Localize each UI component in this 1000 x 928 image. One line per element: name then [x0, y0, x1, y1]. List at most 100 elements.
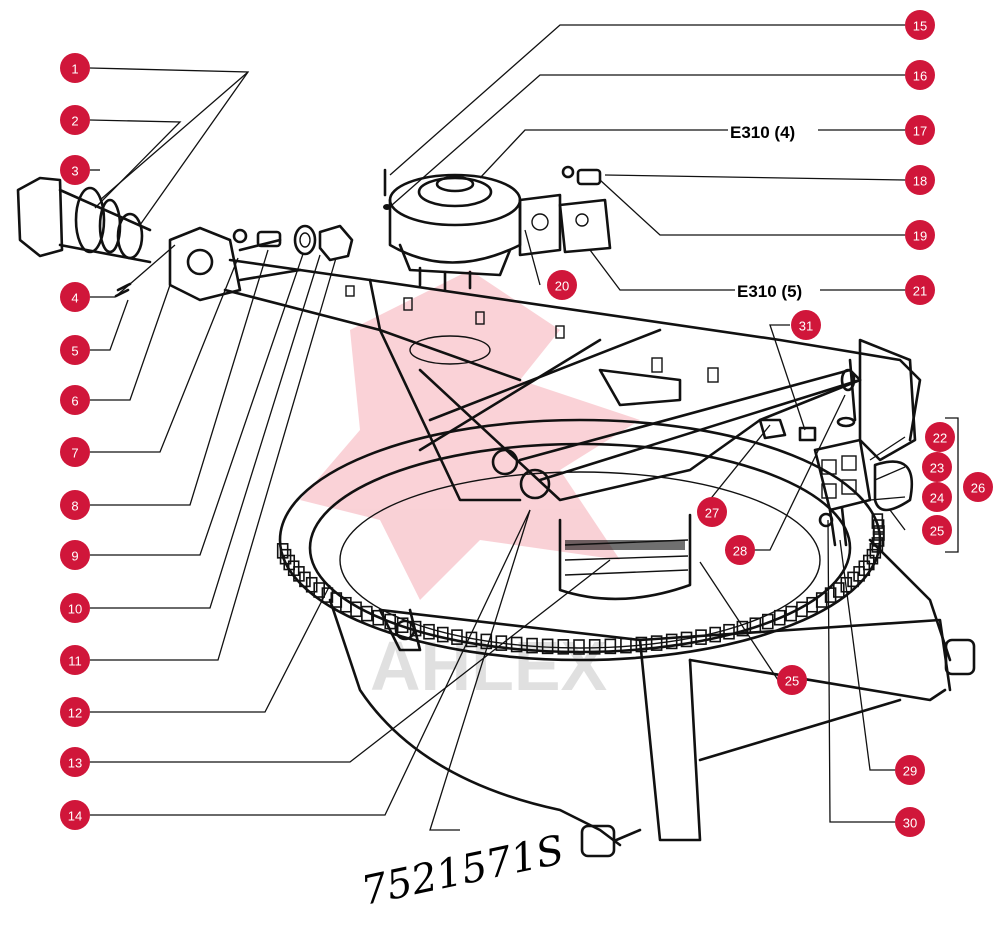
callout-circle: [60, 155, 90, 185]
callout-label: 26: [971, 481, 985, 496]
callout-label: 1: [71, 62, 78, 77]
callout-label: 25: [930, 524, 944, 539]
machine-drawing: [16, 165, 976, 858]
gear-tooth: [321, 587, 334, 603]
callout-25: 25: [922, 515, 952, 545]
callout-10: 10: [60, 593, 90, 623]
callout-1: 1: [60, 53, 90, 83]
callout-4: 4: [60, 282, 90, 312]
reference-e310-5: E310 (5): [737, 282, 802, 301]
callout-label: 30: [903, 816, 917, 831]
callout-circle: [725, 535, 755, 565]
callout-label: 20: [555, 279, 569, 294]
callout-circle: [60, 645, 90, 675]
gear-tooth: [604, 638, 617, 655]
gear-tooth: [437, 626, 449, 643]
left-shaft-assembly: [16, 176, 354, 302]
callout-16: 16: [905, 60, 935, 90]
callout-30: 30: [895, 807, 925, 837]
gear-tooth: [665, 633, 678, 650]
callout-circle: [905, 115, 935, 145]
callout-label: 18: [913, 174, 927, 189]
callout-circle: [60, 335, 90, 365]
callout-17: 17: [905, 115, 935, 145]
base-bolt-left: [580, 824, 642, 858]
callout-label: 14: [68, 809, 82, 824]
callout-circle: [60, 53, 90, 83]
callout-label: 19: [913, 229, 927, 244]
callout-label: 29: [903, 764, 917, 779]
gear-tooth: [279, 548, 292, 565]
callout-28: 28: [725, 535, 755, 565]
gear-tooth: [276, 543, 289, 559]
callout-label: 16: [913, 69, 927, 84]
callout-18: 18: [905, 165, 935, 195]
callout-label: 2: [71, 114, 78, 129]
callout-circle: [60, 490, 90, 520]
reference-e310-4: E310 (4): [730, 123, 795, 142]
callout-label: 21: [913, 284, 927, 299]
gear-tooth: [815, 592, 828, 608]
callout-3: 3: [60, 155, 90, 185]
callout-label: 3: [71, 164, 78, 179]
callout-12: 12: [60, 697, 90, 727]
callout-2: 2: [60, 105, 90, 135]
callout-circle: [895, 807, 925, 837]
callout-label: 6: [71, 394, 78, 409]
callout-circle: [791, 310, 821, 340]
gear-tooth: [313, 582, 325, 598]
callout-circle: [895, 755, 925, 785]
callout-26: 26: [963, 472, 993, 502]
callout-circle: [905, 220, 935, 250]
callout-19: 19: [905, 220, 935, 250]
gear-tooth: [350, 601, 362, 618]
callout-6: 6: [60, 385, 90, 415]
callout-circle: [60, 282, 90, 312]
callout-27: 27: [697, 497, 727, 527]
callout-circle: [697, 497, 727, 527]
right-bracket-assembly: [758, 338, 959, 553]
callout-13: 13: [60, 747, 90, 777]
callout-14: 14: [60, 800, 90, 830]
gear-tooth: [785, 605, 797, 622]
gear-tooth: [761, 613, 774, 630]
callout-circle: [963, 472, 993, 502]
callout-label: 7: [71, 446, 78, 461]
callout-circle: [922, 515, 952, 545]
gear-tooth: [871, 513, 884, 529]
callout-24: 24: [922, 482, 952, 512]
callout-label: 8: [71, 499, 78, 514]
handwritten-part-number: 7521571S: [358, 827, 569, 915]
callout-circle: [60, 437, 90, 467]
callout-circle: [60, 385, 90, 415]
callout-label: 28: [733, 544, 747, 559]
callout-label: 15: [913, 19, 927, 34]
base-bolt-right: [944, 638, 976, 676]
callout-circle: [922, 482, 952, 512]
callout-15: 15: [905, 10, 935, 40]
callout-22: 22: [925, 422, 955, 452]
callout-label: 25: [785, 674, 799, 689]
callout-circle: [60, 800, 90, 830]
drive-motor-assembly: [383, 165, 612, 292]
gear-tooth: [862, 554, 875, 571]
gear-tooth: [541, 638, 554, 655]
callout-31: 31: [791, 310, 821, 340]
gear-tooth: [824, 587, 837, 603]
callout-label: 23: [930, 461, 944, 476]
callout-circle: [905, 165, 935, 195]
callout-label: 5: [71, 344, 78, 359]
callout-9: 9: [60, 540, 90, 570]
callout-label: 17: [913, 124, 927, 139]
callout-circle: [905, 275, 935, 305]
gear-tooth: [847, 571, 859, 588]
callout-circle: [905, 10, 935, 40]
callout-label: 24: [930, 491, 944, 506]
gear-tooth: [833, 582, 845, 598]
callout-circle: [60, 747, 90, 777]
leader-lines: [89, 24, 906, 831]
callout-25: 25: [777, 665, 807, 695]
callout-7: 7: [60, 437, 90, 467]
